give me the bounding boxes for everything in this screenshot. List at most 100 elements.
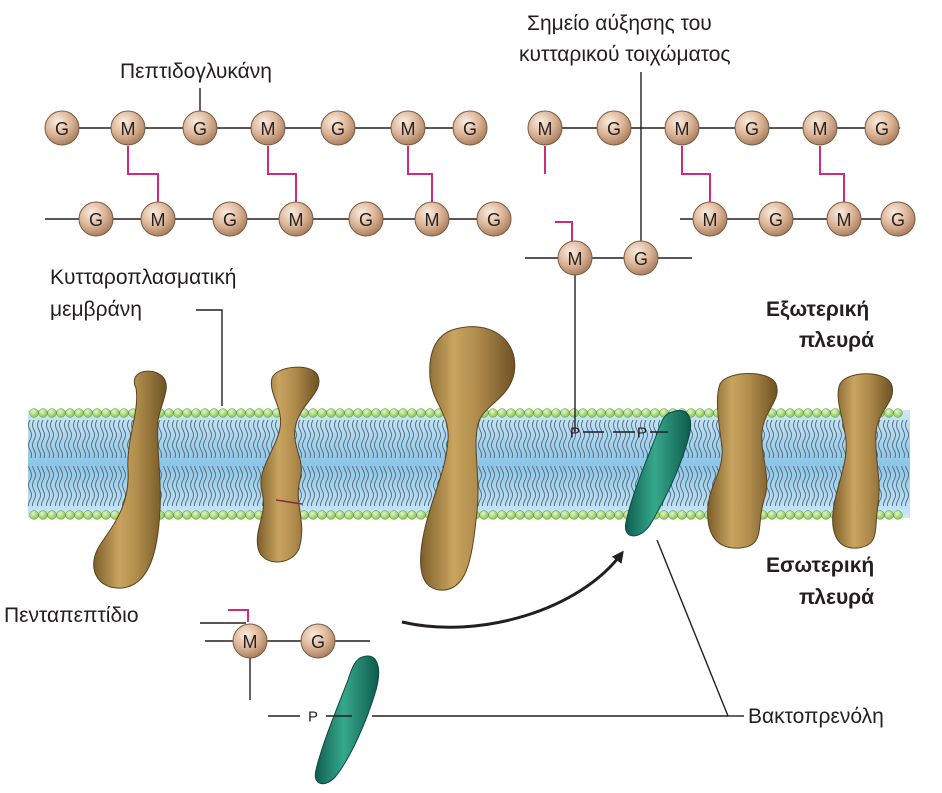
svg-text:M: M	[151, 210, 166, 230]
phospholipid-head	[237, 511, 246, 520]
svg-text:G: G	[331, 119, 345, 139]
phospholipid-head	[309, 409, 318, 418]
cytoplasmic-precursor: M G P	[200, 610, 379, 784]
phospholipid-head	[408, 409, 417, 418]
svg-text:G: G	[487, 210, 501, 230]
phospholipid-head	[372, 511, 381, 520]
phospholipid-head	[822, 409, 831, 418]
phospholipid-head	[588, 409, 597, 418]
nam-bead: M	[528, 111, 562, 145]
growth-point-label-line1: Σημείο αύξησης του	[527, 12, 712, 35]
phospholipid-head	[75, 409, 84, 418]
svg-text:G: G	[311, 632, 325, 652]
phospholipid-head	[570, 511, 579, 520]
phospholipid-head	[597, 409, 606, 418]
outer-side-label-line1: Εξωτερική	[766, 298, 869, 321]
phospholipid-head	[102, 511, 111, 520]
phospholipid-head	[309, 511, 318, 520]
phospholipid-head	[588, 511, 597, 520]
svg-text:G: G	[463, 119, 477, 139]
phospholipid-head	[885, 511, 894, 520]
svg-text:G: G	[769, 210, 783, 230]
bactoprenol-carrier	[315, 656, 378, 784]
bactoprenol-label: Βακτοπρενόλη	[748, 705, 884, 728]
phospholipid-head	[201, 409, 210, 418]
nam-bead: M	[111, 111, 145, 145]
phospholipid-head	[48, 511, 57, 520]
phospholipid-head	[219, 511, 228, 520]
phospholipid-head	[39, 511, 48, 520]
svg-text:M: M	[121, 119, 136, 139]
phospholipid-head	[885, 409, 894, 418]
phospholipid-head	[228, 409, 237, 418]
phospholipid-head	[264, 409, 273, 418]
phospholipid-head	[516, 409, 525, 418]
phospholipid-head	[543, 511, 552, 520]
phospholipid-head	[831, 409, 840, 418]
phospholipid-head	[30, 511, 39, 520]
phospholipid-head	[246, 511, 255, 520]
phospholipid-head	[39, 409, 48, 418]
phospholipid-head	[30, 409, 39, 418]
phospholipid-head	[597, 511, 606, 520]
phospholipid-head	[543, 409, 552, 418]
phospholipid-head	[561, 511, 570, 520]
svg-text:G: G	[607, 119, 621, 139]
svg-text:M: M	[813, 119, 828, 139]
phospholipid-head	[615, 511, 624, 520]
outer-side-label-line2: πλευρά	[799, 329, 874, 352]
phospholipid-head	[255, 409, 264, 418]
svg-text:G: G	[359, 210, 373, 230]
svg-text:M: M	[675, 119, 690, 139]
phospholipid-head	[624, 409, 633, 418]
phospholipid-head	[399, 511, 408, 520]
phospholipid-head	[480, 511, 489, 520]
nag-bead: G	[321, 111, 355, 145]
svg-text:M: M	[401, 119, 416, 139]
phospholipid-head	[777, 511, 786, 520]
svg-text:M: M	[261, 119, 276, 139]
phospholipid-head	[345, 409, 354, 418]
phospholipid-head	[786, 409, 795, 418]
phospholipid-head	[237, 409, 246, 418]
nam-bead: M	[827, 202, 861, 236]
phospholipid-head	[642, 409, 651, 418]
phospholipid-head	[552, 511, 561, 520]
phospholipid-head	[804, 511, 813, 520]
membrane-pointer-line	[196, 310, 222, 406]
phospholipid-head	[210, 409, 219, 418]
phospholipid-head	[696, 511, 705, 520]
nam-bead: M	[665, 111, 699, 145]
phospholipid-head	[822, 511, 831, 520]
phospholipid-head	[561, 409, 570, 418]
nam-bead: M	[141, 202, 175, 236]
svg-text:M: M	[425, 210, 440, 230]
phospholipid-head	[525, 511, 534, 520]
phospholipid-head	[498, 409, 507, 418]
phospholipid-head	[183, 409, 192, 418]
phospholipid-head	[318, 409, 327, 418]
svg-text:G: G	[89, 210, 103, 230]
phospholipid-head	[174, 409, 183, 418]
phospholipid-head	[192, 511, 201, 520]
nam-bead: M	[558, 241, 592, 275]
phospholipid-head	[363, 409, 372, 418]
phospholipid-head	[696, 409, 705, 418]
phospholipid-head	[372, 409, 381, 418]
phospholipid-head	[219, 409, 228, 418]
phospholipid-head	[228, 511, 237, 520]
nag-bead: G	[301, 624, 335, 658]
nag-bead: G	[213, 202, 247, 236]
phospholipid-head	[498, 511, 507, 520]
phospholipid-head	[111, 409, 120, 418]
phospholipid-head	[390, 409, 399, 418]
phosphate-label: P	[308, 709, 318, 726]
phospholipid-head	[246, 409, 255, 418]
phospholipid-head	[633, 409, 642, 418]
nag-bead: G	[881, 202, 915, 236]
phospholipid-head	[336, 409, 345, 418]
phosphate-label: P	[637, 425, 647, 442]
phospholipid-head	[417, 511, 426, 520]
nag-bead: G	[597, 111, 631, 145]
phospholipid-head	[768, 511, 777, 520]
